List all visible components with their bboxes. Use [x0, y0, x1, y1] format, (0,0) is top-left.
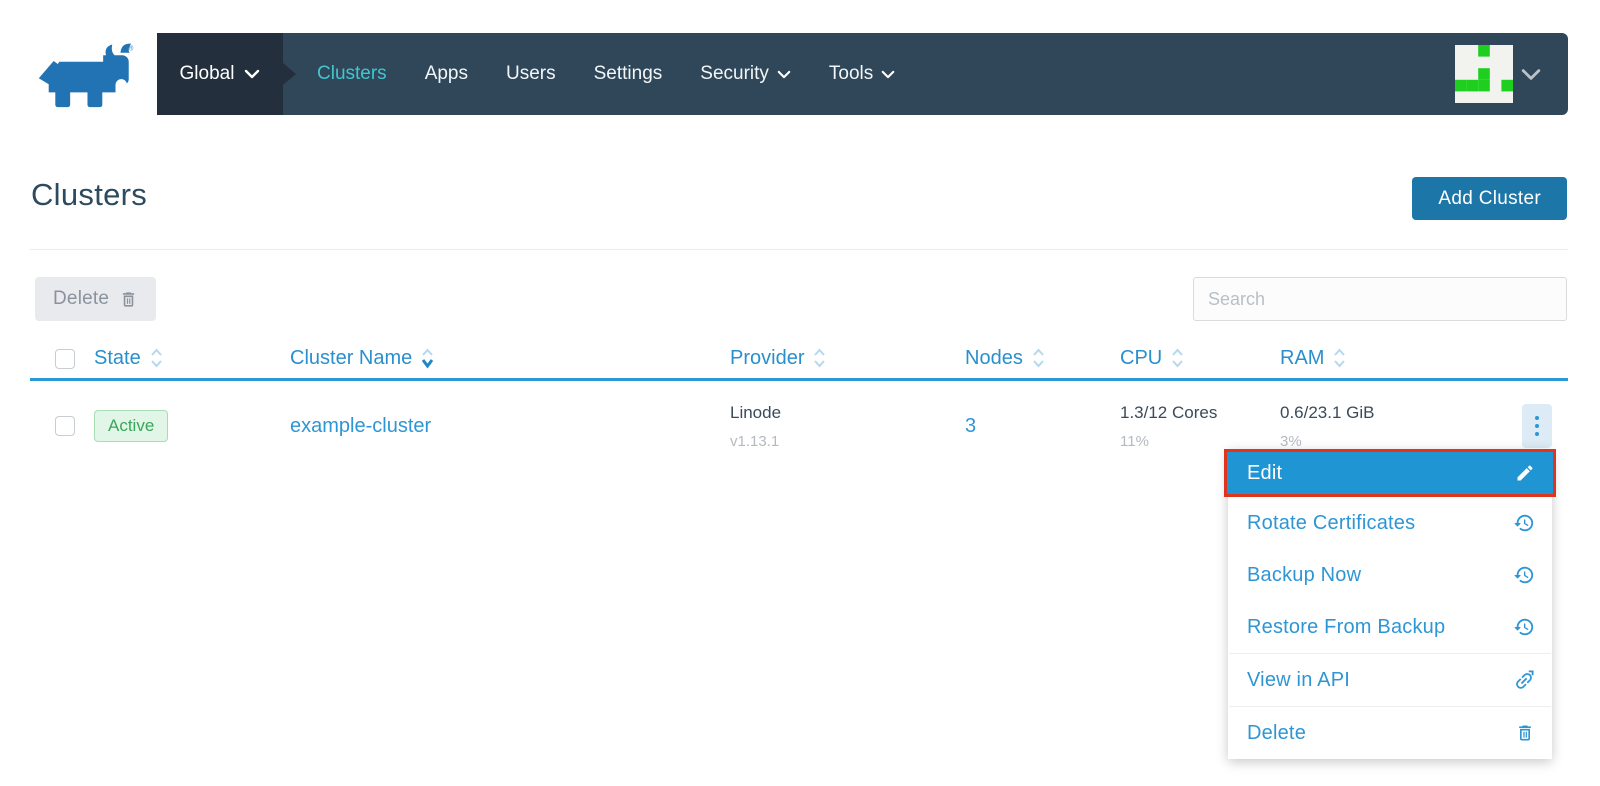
nav-item-users[interactable]: Users — [506, 63, 556, 84]
context-menu-item-backup-now[interactable]: Backup Now — [1228, 549, 1552, 601]
context-menu-item-edit[interactable]: Edit — [1224, 449, 1556, 497]
ram-percent: 3% — [1280, 432, 1302, 450]
cluster-name-link[interactable]: example-cluster — [290, 414, 432, 437]
menu-separator — [1229, 653, 1551, 654]
chevron-down-icon — [1521, 68, 1541, 80]
provider-version: v1.13.1 — [730, 432, 780, 450]
column-label: State — [94, 346, 141, 369]
context-menu-item-restore-from-backup[interactable]: Restore From Backup — [1228, 601, 1552, 653]
column-label: Nodes — [965, 346, 1023, 369]
sort-icon — [1172, 348, 1183, 368]
row-actions-button[interactable] — [1522, 404, 1552, 448]
provider-cell: Linode v1.13.1 — [730, 403, 965, 450]
search-input[interactable] — [1193, 277, 1567, 321]
api-link-icon — [1516, 670, 1534, 689]
nav-item-clusters[interactable]: Clusters — [317, 63, 387, 84]
column-header-cluster-name[interactable]: Cluster Name — [290, 347, 730, 370]
column-label: Provider — [730, 346, 805, 369]
menu-item-label: Backup Now — [1247, 563, 1362, 586]
cpu-cell: 1.3/12 Cores 11% — [1120, 403, 1280, 450]
chevron-down-icon — [245, 69, 260, 79]
row-checkbox[interactable] — [55, 416, 75, 436]
column-label: Cluster Name — [290, 346, 413, 369]
dot — [1535, 424, 1539, 428]
menu-item-label: Edit — [1247, 461, 1283, 484]
ram-usage: 0.6/23.1 GiB — [1280, 402, 1375, 422]
chevron-down-icon — [881, 70, 895, 78]
column-label: CPU — [1120, 346, 1163, 369]
delete-button[interactable]: Delete — [35, 277, 157, 321]
context-menu-item-rotate-certificates[interactable]: Rotate Certificates — [1228, 497, 1552, 549]
sort-icon — [1033, 348, 1044, 368]
environment-selector[interactable]: Global — [157, 33, 296, 115]
dot — [1535, 432, 1539, 436]
menu-item-label: View in API — [1247, 668, 1351, 691]
sort-icon — [1334, 348, 1346, 368]
nav-item-tools[interactable]: Tools — [829, 63, 895, 85]
nav-item-apps[interactable]: Apps — [424, 63, 468, 84]
table-row: Active example-cluster Linode v1.13.1 3 … — [30, 382, 1568, 470]
column-header-ram[interactable]: RAM — [1280, 347, 1490, 370]
add-cluster-button[interactable]: Add Cluster — [1412, 177, 1567, 220]
pencil-icon — [1517, 465, 1533, 481]
menu-item-label: Rotate Certificates — [1247, 511, 1416, 534]
history-icon — [1514, 514, 1534, 532]
nav-item-security[interactable]: Security — [700, 63, 791, 85]
menu-item-label: Delete — [1247, 721, 1307, 744]
column-header-cpu[interactable]: CPU — [1120, 347, 1280, 370]
history-icon — [1514, 618, 1534, 636]
sort-icon-active — [422, 348, 434, 369]
svg-text:®: ® — [128, 43, 134, 52]
environment-arrow — [283, 63, 296, 85]
cpu-usage: 1.3/12 Cores — [1120, 402, 1218, 422]
chevron-down-icon — [777, 70, 791, 78]
user-avatar — [1455, 45, 1513, 103]
context-menu-item-delete[interactable]: Delete — [1228, 707, 1552, 759]
ram-cell: 0.6/23.1 GiB 3% — [1280, 403, 1490, 450]
row-actions-menu: Edit Rotate Certificates Backup Now Rest… — [1224, 449, 1556, 759]
status-badge: Active — [94, 410, 169, 442]
table-header: State Cluster Name Provider Nodes — [30, 338, 1568, 378]
column-header-state[interactable]: State — [94, 347, 290, 370]
column-header-nodes[interactable]: Nodes — [965, 347, 1120, 370]
menu-separator — [1229, 706, 1551, 707]
nodes-count-link[interactable]: 3 — [965, 414, 977, 437]
nav-items: Clusters Apps Users Settings Security To… — [317, 63, 895, 85]
user-menu[interactable] — [1455, 45, 1568, 103]
sort-icon — [150, 348, 162, 368]
nav-item-settings[interactable]: Settings — [593, 63, 663, 84]
page-title: Clusters — [31, 177, 148, 212]
rancher-logo[interactable]: ® — [33, 42, 137, 108]
table-header-rule — [30, 378, 1568, 381]
cpu-percent: 11% — [1120, 432, 1149, 450]
top-navbar: Global Clusters Apps Users Settings Secu… — [157, 33, 1568, 115]
delete-button-label: Delete — [53, 288, 110, 309]
nav-item-tools-label: Tools — [828, 63, 874, 84]
divider — [30, 249, 1568, 250]
trash-icon — [1519, 725, 1531, 741]
history-icon — [1514, 566, 1534, 584]
provider-name: Linode — [730, 402, 782, 422]
trash-icon — [123, 291, 135, 307]
environment-label: Global — [179, 63, 235, 84]
nav-item-security-label: Security — [700, 63, 769, 84]
dot — [1535, 416, 1539, 420]
select-all-checkbox[interactable] — [55, 349, 75, 369]
menu-item-label: Restore From Backup — [1247, 615, 1446, 638]
column-header-provider[interactable]: Provider — [730, 347, 965, 370]
sort-icon — [814, 348, 826, 368]
context-menu-item-view-in-api[interactable]: View in API — [1228, 654, 1552, 706]
column-label: RAM — [1280, 346, 1325, 369]
